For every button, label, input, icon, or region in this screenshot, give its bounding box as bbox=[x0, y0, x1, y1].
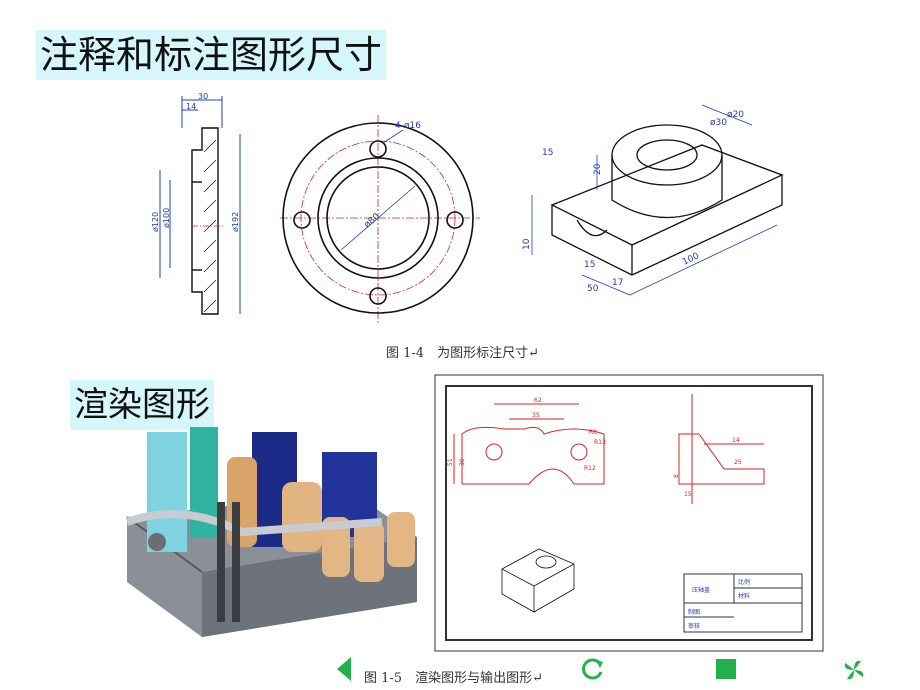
rendered-equipment-image bbox=[125, 427, 417, 637]
dim-text: 30 bbox=[198, 92, 208, 101]
dim-text: ø100 bbox=[162, 208, 171, 228]
circular-arrow-icon[interactable] bbox=[579, 656, 605, 682]
isometric-part-drawing: ø20 ø30 20 15 100 50 17 15 10 bbox=[522, 104, 784, 296]
dim-text: ø30 bbox=[710, 118, 727, 128]
dim-text: 17 bbox=[612, 278, 623, 288]
title-block-text: 材料 bbox=[738, 592, 750, 600]
dim-text: 14 bbox=[732, 437, 740, 444]
dim-text: R12 bbox=[584, 465, 596, 472]
dim-text: ø192 bbox=[231, 212, 240, 232]
dim-text: 50 bbox=[587, 284, 599, 294]
section-title-rendering: 渲染图形 bbox=[70, 380, 214, 430]
dim-text: R13 bbox=[594, 439, 606, 446]
dim-text: 100 bbox=[681, 251, 701, 267]
title-block-text: 审核 bbox=[688, 622, 700, 630]
dim-text: 62 bbox=[534, 397, 542, 404]
title-block-text: 制图 bbox=[688, 608, 700, 616]
dim-text: 35 bbox=[532, 412, 540, 419]
square-icon[interactable] bbox=[715, 658, 737, 680]
title-block-text: 比例 bbox=[738, 578, 750, 586]
figure-caption-1-4: 图 1-4 为图形标注尺寸↵ bbox=[386, 346, 539, 361]
triangle-left-icon[interactable] bbox=[335, 656, 353, 682]
slide-title: 注释和标注图形尺寸 bbox=[36, 30, 387, 80]
section-view-drawing: 30 14 ø120 ø100 ø192 bbox=[152, 92, 241, 315]
dim-text: R8 bbox=[589, 429, 597, 436]
dim-text: 8 bbox=[673, 474, 680, 478]
dim-text: 30 bbox=[459, 458, 466, 466]
dim-text: 20 bbox=[593, 163, 603, 175]
dim-text: 15 bbox=[542, 148, 553, 158]
dim-text: ø80 bbox=[363, 212, 383, 231]
flange-view-drawing: 4-ø16 ø80 bbox=[280, 115, 480, 325]
dim-text: ø120 bbox=[152, 212, 160, 232]
drawing-sheet: 62 35 R8 R13 R12 30 51 14 25 15 8 压轴盖 比例… bbox=[434, 374, 824, 652]
dim-text: 15 bbox=[684, 491, 692, 498]
pinwheel-icon[interactable] bbox=[841, 657, 867, 683]
dim-text: 4-ø16 bbox=[395, 121, 421, 131]
dim-text: 51 bbox=[447, 458, 454, 466]
figure-caption-1-5: 图 1-5 渲染图形与输出图形↵ bbox=[364, 671, 543, 686]
dim-text: 25 bbox=[734, 459, 742, 466]
title-block-text: 压轴盖 bbox=[692, 586, 710, 594]
dim-text: 14 bbox=[186, 102, 196, 111]
dim-text: ø20 bbox=[727, 110, 744, 120]
dim-text: 15 bbox=[584, 260, 595, 270]
dim-text: 10 bbox=[522, 238, 532, 250]
